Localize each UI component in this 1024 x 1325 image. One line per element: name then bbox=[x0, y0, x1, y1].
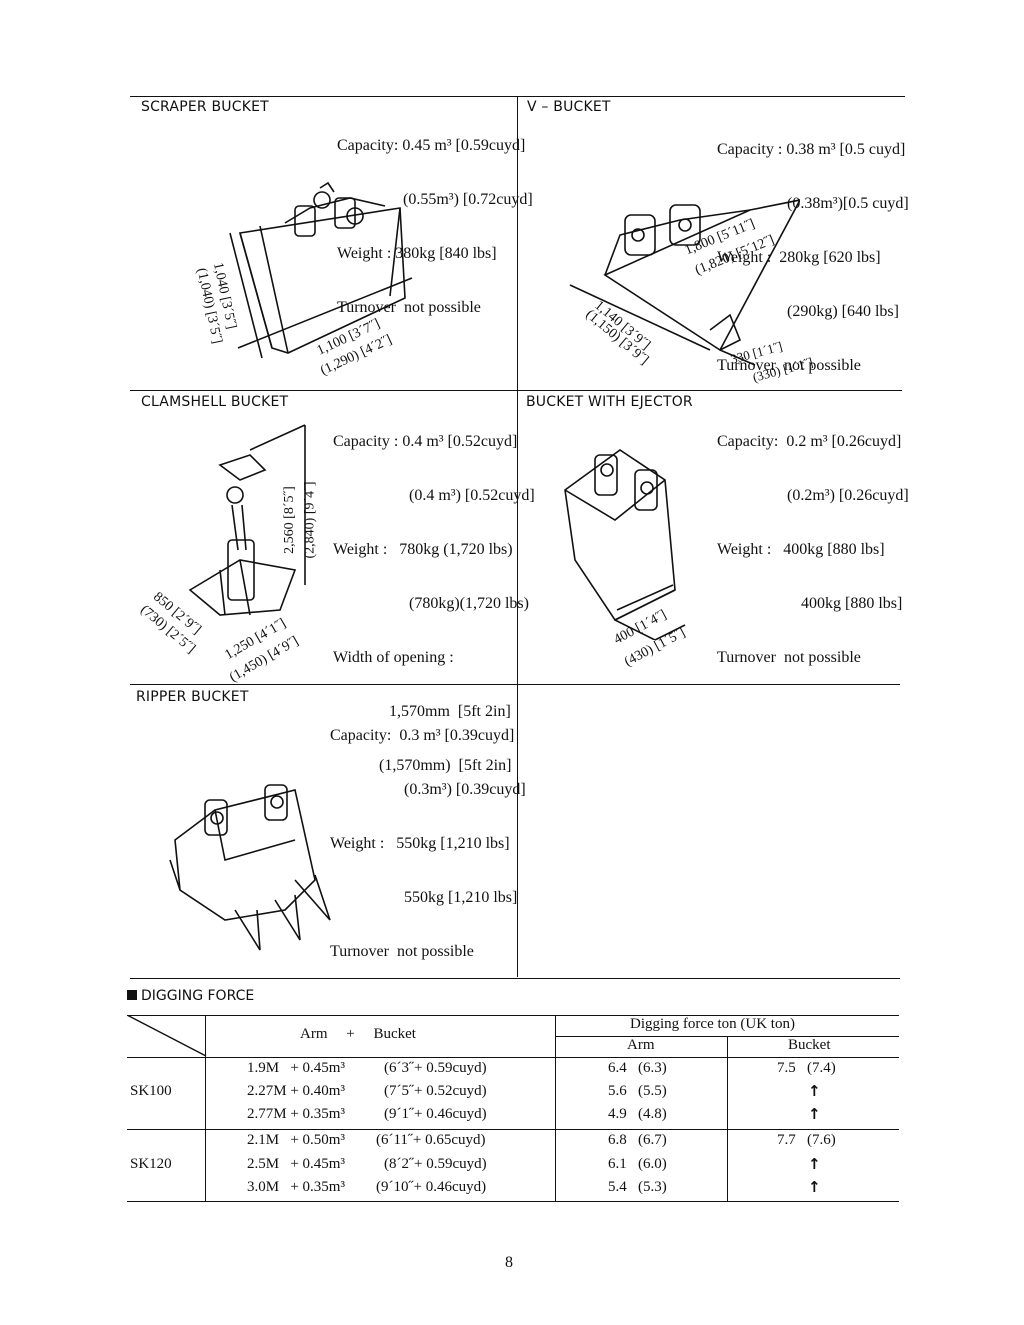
clamshell-opening: 1,570mm [5ft 2in] bbox=[389, 703, 511, 720]
ejector-bucket-specs: Capacity: 0.2 m³ [0.26cuyd] (0.2m³) [0.2… bbox=[717, 397, 909, 685]
ejector-turnover: Turnover not possible bbox=[717, 649, 861, 666]
df-row-imperial: (7´5˝+ 0.52cuyd) bbox=[384, 1083, 487, 1099]
v-bucket-weight: Weight : 280kg [620 lbs] bbox=[717, 249, 881, 266]
same-as-above-arrow-icon: ↑ bbox=[808, 1155, 821, 1173]
df-col-divider-3 bbox=[727, 1036, 728, 1201]
df-rule-head bbox=[127, 1057, 899, 1058]
clamshell-weight-alt: (780kg)(1,720 lbs) bbox=[409, 595, 529, 612]
digging-force-heading-label: DIGGING FORCE bbox=[141, 988, 255, 1004]
df-row-bucket: 7.5 (7.4) bbox=[777, 1060, 836, 1076]
ejector-capacity: Capacity: 0.2 m³ [0.26cuyd] bbox=[717, 433, 902, 450]
v-bucket-capacity: Capacity : 0.38 m³ [0.5 cuyd] bbox=[717, 141, 906, 158]
digging-force-heading: DIGGING FORCE bbox=[127, 988, 254, 1004]
df-row-arm: 4.9 (4.8) bbox=[608, 1106, 667, 1122]
df-col-divider-2 bbox=[555, 1015, 556, 1201]
row-rule-3 bbox=[130, 978, 900, 979]
df-row-imperial: (8´2˝+ 0.59cuyd) bbox=[384, 1156, 487, 1172]
ejector-bucket-title: BUCKET WITH EJECTOR bbox=[526, 394, 693, 410]
ejector-weight: Weight : 400kg [880 lbs] bbox=[717, 541, 885, 558]
df-col-divider-1 bbox=[205, 1015, 206, 1201]
df-row-imperial: (6´11˝+ 0.65cuyd) bbox=[376, 1132, 486, 1148]
scraper-capacity: Capacity: 0.45 m³ [0.59cuyd] bbox=[337, 137, 526, 154]
scraper-weight: Weight : 380kg [840 lbs] bbox=[337, 245, 497, 262]
clamshell-bucket-specs: Capacity : 0.4 m³ [0.52cuyd] (0.4 m³) [0… bbox=[333, 397, 535, 793]
ripper-weight-alt: 550kg [1,210 lbs] bbox=[404, 889, 518, 906]
df-model-sk100: SK100 bbox=[130, 1083, 172, 1099]
df-row-arm: 5.6 (5.5) bbox=[608, 1083, 667, 1099]
df-rule-sub bbox=[555, 1036, 899, 1037]
df-row-combo: 1.9M + 0.45m³ bbox=[247, 1060, 345, 1076]
row-rule-2 bbox=[130, 684, 900, 685]
df-row-combo: 2.27M + 0.40m³ bbox=[247, 1083, 345, 1099]
ripper-capacity-alt: (0.3m³) [0.39cuyd] bbox=[404, 781, 526, 798]
v-bucket-turnover: Turnover not possible bbox=[717, 357, 861, 374]
ripper-bucket-title: RIPPER BUCKET bbox=[136, 689, 249, 705]
df-row-arm: 6.1 (6.0) bbox=[608, 1156, 667, 1172]
v-bucket-title: V – BUCKET bbox=[527, 99, 611, 115]
ripper-bucket-specs: Capacity: 0.3 m³ [0.39cuyd] (0.3m³) [0.3… bbox=[330, 691, 526, 979]
scraper-bucket-title: SCRAPER BUCKET bbox=[141, 99, 269, 115]
same-as-above-arrow-icon: ↑ bbox=[808, 1105, 821, 1123]
clamshell-bucket-title: CLAMSHELL BUCKET bbox=[141, 394, 289, 410]
scraper-capacity-alt: (0.55m³) [0.72cuyd] bbox=[403, 191, 533, 208]
clamshell-opening-label: Width of opening : bbox=[333, 649, 454, 666]
top-rule bbox=[130, 96, 905, 97]
clamshell-dim-height: 2,560 [8´5˝] bbox=[281, 486, 297, 554]
ejector-weight-alt: 400kg [880 lbs] bbox=[801, 595, 903, 612]
same-as-above-arrow-icon: ↑ bbox=[808, 1178, 821, 1196]
clamshell-dim-height-alt: (2,840) [9´4˝] bbox=[302, 481, 318, 559]
v-bucket-weight-alt: (290kg) [640 lbs] bbox=[787, 303, 899, 320]
clamshell-bucket-drawing bbox=[188, 424, 306, 616]
clamshell-capacity: Capacity : 0.4 m³ [0.52cuyd] bbox=[333, 433, 518, 450]
v-bucket-drawing bbox=[569, 199, 800, 366]
df-row-combo: 2.77M + 0.35m³ bbox=[247, 1106, 345, 1122]
df-row-combo: 2.5M + 0.45m³ bbox=[247, 1156, 345, 1172]
ripper-bucket-drawing bbox=[169, 784, 331, 951]
page-number: 8 bbox=[505, 1254, 513, 1271]
ejector-bucket-drawing bbox=[564, 449, 686, 640]
clamshell-opening-alt: (1,570mm) [5ft 2in] bbox=[379, 757, 512, 774]
v-bucket-specs: Capacity : 0.38 m³ [0.5 cuyd] (0.38m³)[0… bbox=[717, 105, 909, 393]
df-rule-top bbox=[127, 1015, 899, 1016]
df-row-combo: 2.1M + 0.50m³ bbox=[247, 1132, 345, 1148]
column-divider bbox=[517, 97, 518, 977]
df-corner-diagonal bbox=[127, 1015, 207, 1057]
df-arm-bucket-header: Arm + Bucket bbox=[300, 1026, 416, 1042]
row-rule-1 bbox=[130, 390, 902, 391]
scraper-bucket-drawing bbox=[229, 181, 413, 359]
ripper-turnover: Turnover not possible bbox=[330, 943, 474, 960]
same-as-above-arrow-icon: ↑ bbox=[808, 1082, 821, 1100]
scraper-bucket-specs: Capacity: 0.45 m³ [0.59cuyd] (0.55m³) [0… bbox=[337, 101, 533, 335]
clamshell-capacity-alt: (0.4 m³) [0.52cuyd] bbox=[409, 487, 535, 504]
df-row-imperial: (6´3˝+ 0.59cuyd) bbox=[384, 1060, 487, 1076]
scraper-turnover: Turnover not possible bbox=[337, 299, 481, 316]
df-row-arm: 6.8 (6.7) bbox=[608, 1132, 667, 1148]
ripper-weight: Weight : 550kg [1,210 lbs] bbox=[330, 835, 510, 852]
df-force-header: Digging force ton (UK ton) bbox=[630, 1016, 795, 1032]
df-row-imperial: (9´10˝+ 0.46cuyd) bbox=[376, 1179, 487, 1195]
df-row-bucket: 7.7 (7.6) bbox=[777, 1132, 836, 1148]
ejector-capacity-alt: (0.2m³) [0.26cuyd] bbox=[787, 487, 909, 504]
df-rule-group bbox=[127, 1129, 899, 1130]
df-row-combo: 3.0M + 0.35m³ bbox=[247, 1179, 345, 1195]
v-bucket-capacity-alt: (0.38m³)[0.5 cuyd] bbox=[787, 195, 909, 212]
df-row-imperial: (9´1˝+ 0.46cuyd) bbox=[384, 1106, 487, 1122]
df-row-arm: 6.4 (6.3) bbox=[608, 1060, 667, 1076]
df-model-sk120: SK120 bbox=[130, 1156, 172, 1172]
ripper-capacity: Capacity: 0.3 m³ [0.39cuyd] bbox=[330, 727, 515, 744]
df-arm-header: Arm bbox=[627, 1037, 655, 1053]
clamshell-weight: Weight : 780kg (1,720 lbs) bbox=[333, 541, 513, 558]
df-bucket-header: Bucket bbox=[788, 1037, 831, 1053]
df-row-arm: 5.4 (5.3) bbox=[608, 1179, 667, 1195]
black-square-bullet-icon bbox=[127, 990, 137, 1000]
df-rule-bottom bbox=[127, 1201, 899, 1202]
